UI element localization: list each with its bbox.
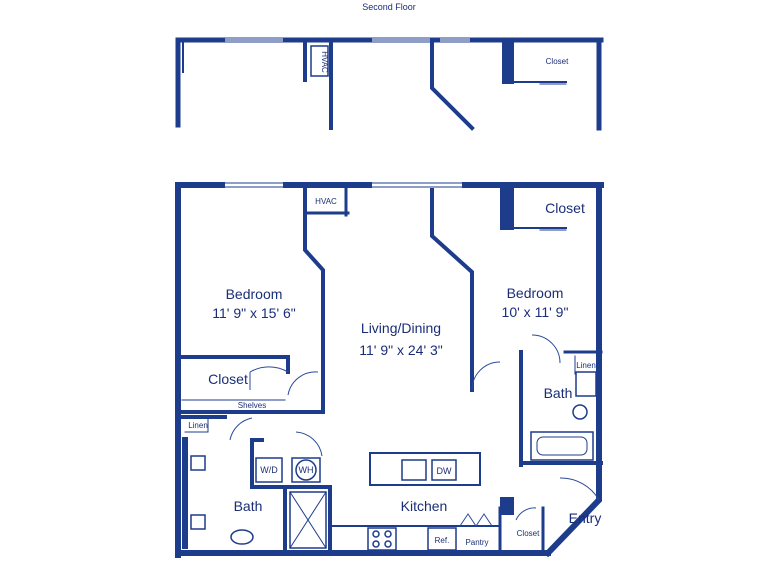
shelves-label: Shelves bbox=[238, 401, 266, 410]
kitchen-label: Kitchen bbox=[401, 498, 448, 514]
bath-left-label: Bath bbox=[234, 498, 263, 514]
water-heater-box bbox=[291, 457, 321, 483]
dishwasher-box bbox=[431, 459, 457, 481]
hvac-label-upper: HVAC bbox=[320, 51, 329, 73]
closet-right-label: Closet bbox=[545, 200, 585, 216]
washer-dryer-box bbox=[255, 457, 283, 483]
living-size: 11' 9" x 24' 3" bbox=[359, 342, 443, 358]
shower-box bbox=[289, 491, 327, 549]
hvac-label-main: HVAC bbox=[315, 197, 337, 206]
door-swings bbox=[229, 334, 600, 527]
vanity-right bbox=[575, 371, 597, 397]
windows-main bbox=[225, 182, 462, 188]
wall-block-closet-right bbox=[500, 185, 514, 230]
refrigerator-box bbox=[427, 527, 457, 551]
wall-block-bath-left bbox=[182, 437, 188, 549]
washer-dryer-label: W/D bbox=[260, 465, 278, 475]
toilet-left bbox=[230, 529, 254, 545]
bedroom-right-size: 10' x 11' 9" bbox=[502, 304, 569, 320]
closet-label-upper: Closet bbox=[546, 57, 569, 66]
sink-box bbox=[401, 459, 427, 481]
bath-right-label: Bath bbox=[544, 385, 573, 401]
closet-entry-label: Closet bbox=[517, 529, 540, 538]
wall-block-entry bbox=[500, 497, 514, 515]
bedroom-right-name: Bedroom bbox=[507, 285, 564, 301]
water-heater-label: WH bbox=[299, 465, 314, 475]
closet-left-label: Closet bbox=[208, 371, 248, 387]
floor-label: Second Floor bbox=[362, 2, 416, 12]
entry-label: Entry bbox=[569, 510, 602, 526]
bedroom-left-size: 11' 9" x 15' 6" bbox=[212, 305, 296, 321]
upper-key-plan bbox=[175, 37, 604, 131]
fixtures bbox=[230, 371, 597, 551]
refrigerator-label: Ref. bbox=[435, 536, 450, 545]
linen-right-label: Linen bbox=[576, 361, 596, 370]
linen-left-label: Linen bbox=[188, 421, 208, 430]
pantry-label: Pantry bbox=[465, 538, 488, 547]
toilet-right bbox=[572, 404, 588, 420]
water-heater-circle bbox=[295, 459, 317, 481]
range-box bbox=[367, 527, 397, 551]
bedroom-left-name: Bedroom bbox=[226, 286, 283, 302]
living-name: Living/Dining bbox=[361, 320, 441, 336]
dishwasher-label: DW bbox=[437, 466, 452, 476]
